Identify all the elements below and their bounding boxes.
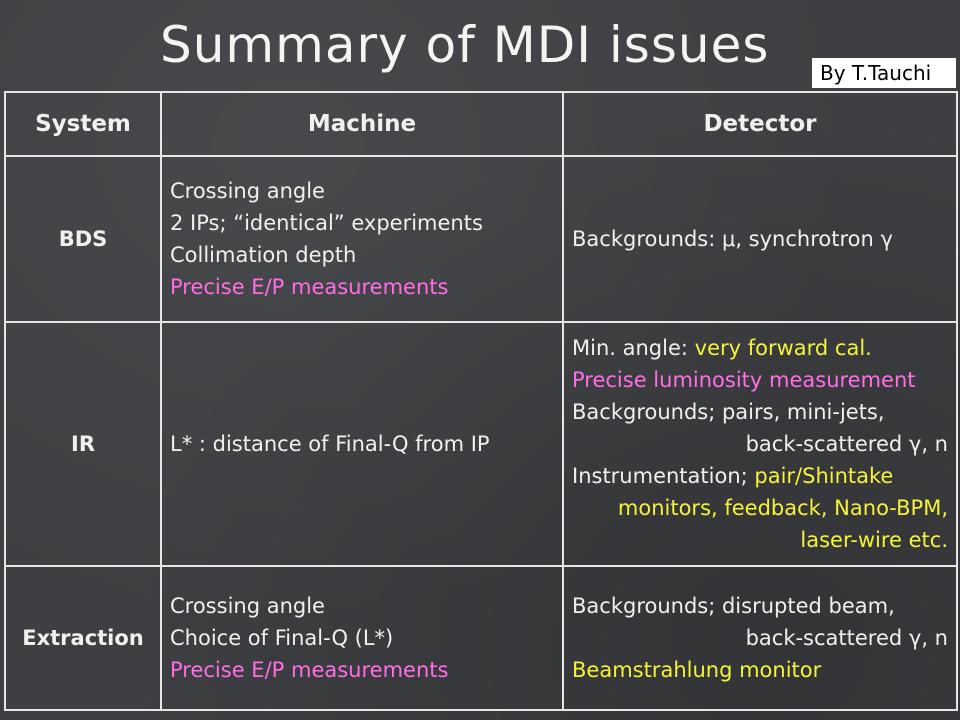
- header-detector: Detector: [562, 91, 958, 157]
- detector-item-highlight: very forward cal.: [694, 336, 872, 360]
- machine-cell-extraction: Crossing angle Choice of Final-Q (L*) Pr…: [160, 565, 564, 711]
- detector-item-prefix: Min. angle:: [572, 336, 695, 360]
- detector-item-highlight: Beamstrahlung monitor: [572, 658, 822, 682]
- system-cell-extraction: Extraction: [4, 565, 162, 711]
- detector-item-prefix: Instrumentation;: [572, 464, 755, 488]
- detector-item: Instrumentation; pair/Shintake: [572, 460, 948, 492]
- author-label: By T.Tauchi: [812, 58, 956, 88]
- detector-item: Backgrounds: μ, synchrotron γ: [572, 227, 893, 251]
- machine-item: L* : distance of Final-Q from IP: [170, 432, 490, 456]
- system-cell-ir: IR: [4, 321, 162, 567]
- detector-cell-ir: Min. angle: very forward cal. Precise lu…: [562, 321, 958, 567]
- table-row-bds: BDS Crossing angle 2 IPs; “identical” ex…: [4, 155, 958, 323]
- system-cell-bds: BDS: [4, 155, 162, 323]
- machine-item: Crossing angle: [170, 179, 325, 203]
- detector-item: Backgrounds; disrupted beam,: [572, 594, 895, 618]
- machine-item: Collimation depth: [170, 243, 357, 267]
- detector-item: Min. angle: very forward cal.: [572, 332, 948, 364]
- detector-item-highlight: pair/Shintake: [754, 464, 894, 488]
- mdi-issues-table: System Machine Detector BDS Crossing ang…: [4, 91, 958, 711]
- table-row-ir: IR L* : distance of Final-Q from IP Min.…: [4, 321, 958, 567]
- machine-item-highlight: Precise E/P measurements: [170, 275, 449, 299]
- detector-item: back-scattered γ, n: [745, 432, 948, 456]
- header-machine: Machine: [160, 91, 564, 157]
- detector-item-highlight: Precise luminosity measurement: [572, 368, 916, 392]
- header-system: System: [4, 91, 162, 157]
- detector-cell-bds: Backgrounds: μ, synchrotron γ: [562, 155, 958, 323]
- machine-item: Crossing angle: [170, 594, 325, 618]
- detector-item-highlight: monitors, feedback, Nano-BPM,: [617, 496, 948, 520]
- detector-item: back-scattered γ, n: [745, 626, 948, 650]
- detector-item: Backgrounds; pairs, mini-jets,: [572, 400, 885, 424]
- machine-cell-bds: Crossing angle 2 IPs; “identical” experi…: [160, 155, 564, 323]
- table-header-row: System Machine Detector: [4, 91, 958, 157]
- machine-item-highlight: Precise E/P measurements: [170, 658, 449, 682]
- machine-item: 2 IPs; “identical” experiments: [170, 211, 483, 235]
- machine-cell-ir: L* : distance of Final-Q from IP: [160, 321, 564, 567]
- detector-item-highlight: laser-wire etc.: [800, 528, 948, 552]
- machine-item: Choice of Final-Q (L*): [170, 626, 394, 650]
- detector-cell-extraction: Backgrounds; disrupted beam, back-scatte…: [562, 565, 958, 711]
- slide-title: Summary of MDI issues: [160, 16, 770, 74]
- table-row-extraction: Extraction Crossing angle Choice of Fina…: [4, 565, 958, 711]
